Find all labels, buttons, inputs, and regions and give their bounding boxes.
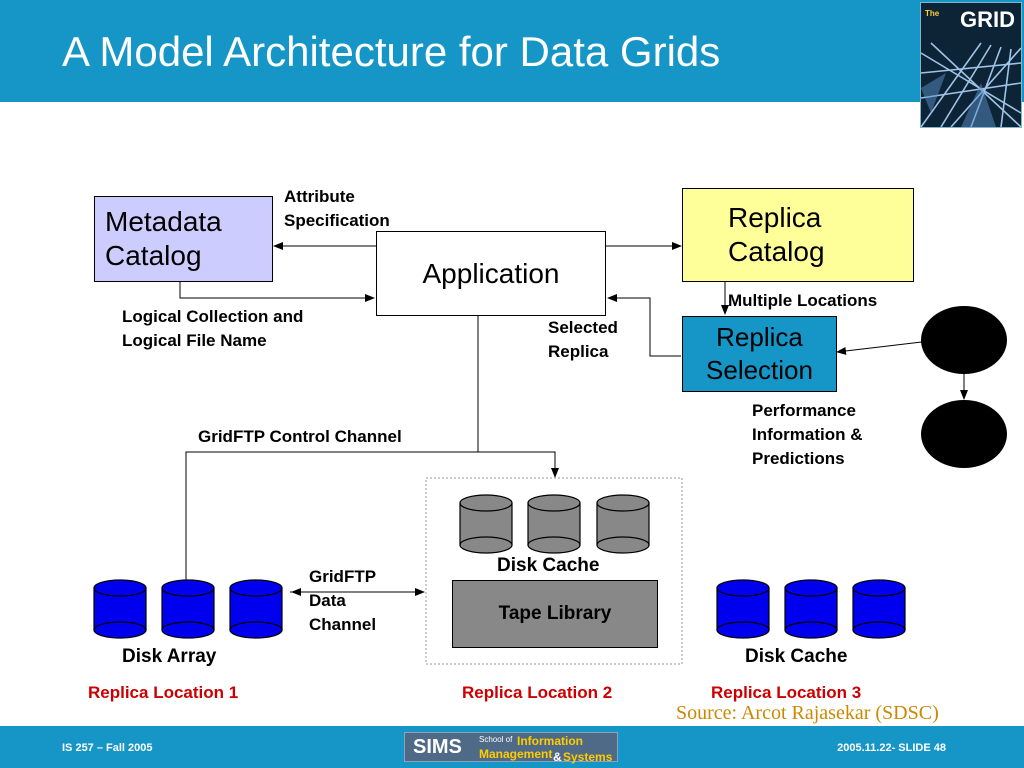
- sims-logo-information: Information: [517, 734, 583, 748]
- sims-logo-school-of: School of: [479, 735, 513, 744]
- attribute-spec-label: Attribute Specification: [284, 187, 390, 230]
- replica-catalog-label: Replica Catalog: [728, 202, 825, 267]
- nws-to-selection-arrow: [836, 340, 931, 355]
- logical-collection-label: Logical Collection and Logical File Name: [122, 307, 304, 350]
- blue-disk-5: [784, 579, 838, 639]
- replica-location-2-container: [425, 477, 683, 665]
- selected-replica-arrow: [607, 294, 681, 357]
- sims-logo-sims: SIMS: [413, 736, 462, 758]
- tape-library-node: Tape Library: [452, 580, 658, 648]
- book-cover-the: The: [925, 9, 940, 18]
- blue-disk-6: [852, 579, 906, 639]
- selected-replica-label: Selected Replica: [548, 318, 618, 361]
- performance-source-oval-top: [921, 306, 1007, 374]
- gray-disk-2: [527, 494, 581, 554]
- source-credit: Source: Arcot Rajasekar (SDSC): [676, 702, 939, 724]
- disk-array-label: Disk Array: [122, 646, 217, 667]
- logical-name-arrow: [179, 282, 375, 302]
- disk-array-cylinders: [93, 579, 283, 639]
- sims-logo: SIMS School of Information Management & …: [404, 732, 618, 764]
- footer-slide-number: 2005.11.22- SLIDE 48: [837, 742, 946, 754]
- replica-location-1-label: Replica Location 1: [88, 683, 239, 702]
- gridftp-control-label: GridFTP Control Channel: [198, 427, 402, 446]
- book-cover-artwork: [921, 3, 1021, 127]
- blue-disk-1: [93, 579, 147, 639]
- metadata-catalog-label: Metadata Catalog: [105, 206, 222, 271]
- grid-book-cover-image: The GRID: [920, 2, 1022, 128]
- replica-catalog-node: Replica Catalog: [682, 188, 914, 282]
- sims-logo-amp: &: [553, 750, 562, 764]
- blue-disk-2: [161, 579, 215, 639]
- disk-cache-center-label: Disk Cache: [497, 555, 600, 576]
- replica-selection-label: Replica Selection: [706, 322, 813, 385]
- replica-location-3-label: Replica Location 3: [711, 683, 862, 702]
- application-label: Application: [422, 257, 560, 289]
- sims-logo-management: Management: [479, 747, 553, 761]
- replica-selection-node: Replica Selection: [682, 316, 837, 392]
- gridftp-control-left-arrow: [182, 316, 479, 599]
- footer-course: IS 257 – Fall 2005: [62, 742, 153, 754]
- gray-disk-1: [459, 494, 513, 554]
- title-banner: [0, 0, 918, 102]
- disk-cache-right-label: Disk Cache: [745, 646, 848, 667]
- gridftp-data-label: GridFTP Data Channel: [309, 567, 377, 634]
- replica-location-2-label: Replica Location 2: [462, 683, 613, 702]
- gray-disk-3: [596, 494, 650, 554]
- application-node: Application: [376, 231, 606, 316]
- book-cover-grid: GRID: [960, 7, 1015, 32]
- performance-source-oval-bottom: [921, 400, 1007, 468]
- disk-cache-right-cylinders: [716, 579, 906, 639]
- blue-disk-4: [716, 579, 770, 639]
- metadata-catalog-node: Metadata Catalog: [94, 196, 273, 282]
- slide-title: A Model Architecture for Data Grids: [62, 28, 721, 75]
- performance-info-label: Performance Information & Predictions: [752, 401, 863, 468]
- gridftp-control-right-arrow: [478, 451, 559, 478]
- sims-logo-systems: Systems: [563, 750, 613, 764]
- blue-disk-3: [229, 579, 283, 639]
- disk-cache-center-cylinders: [459, 494, 650, 554]
- multiple-locations-label: Multiple Locations: [728, 291, 878, 310]
- tape-library-label: Tape Library: [498, 603, 612, 624]
